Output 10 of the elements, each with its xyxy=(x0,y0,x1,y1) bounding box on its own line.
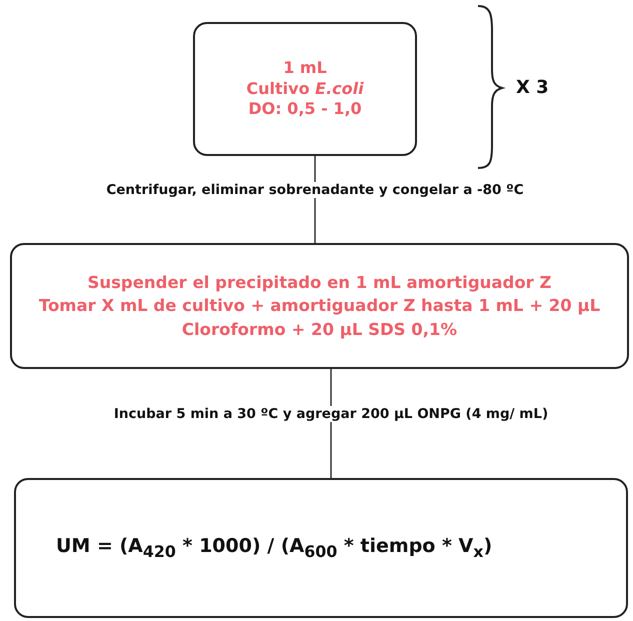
step-text: Cultivo E.coli xyxy=(246,78,364,100)
step-text: Suspender el precipitado en 1 mL amortiguador Z xyxy=(87,272,552,294)
step-text: Tomar X mL de cultivo + amortiguador Z hasta 1 mL + 20 µL Cloroformo + 20 µL SDS 0,1% xyxy=(38,295,602,341)
step-text: DO: 0,5 - 1,0 xyxy=(248,99,362,120)
formula-text: UM = (A$_{420}$ * 1000) / (A$_{600}$ * tiempo * V$_{x}$) xyxy=(56,534,492,562)
step-box xyxy=(14,478,628,618)
step-text: 1 mL xyxy=(283,58,327,79)
step-box xyxy=(193,22,417,156)
repeat-label: X 3 xyxy=(516,77,549,98)
step-box xyxy=(10,243,629,369)
